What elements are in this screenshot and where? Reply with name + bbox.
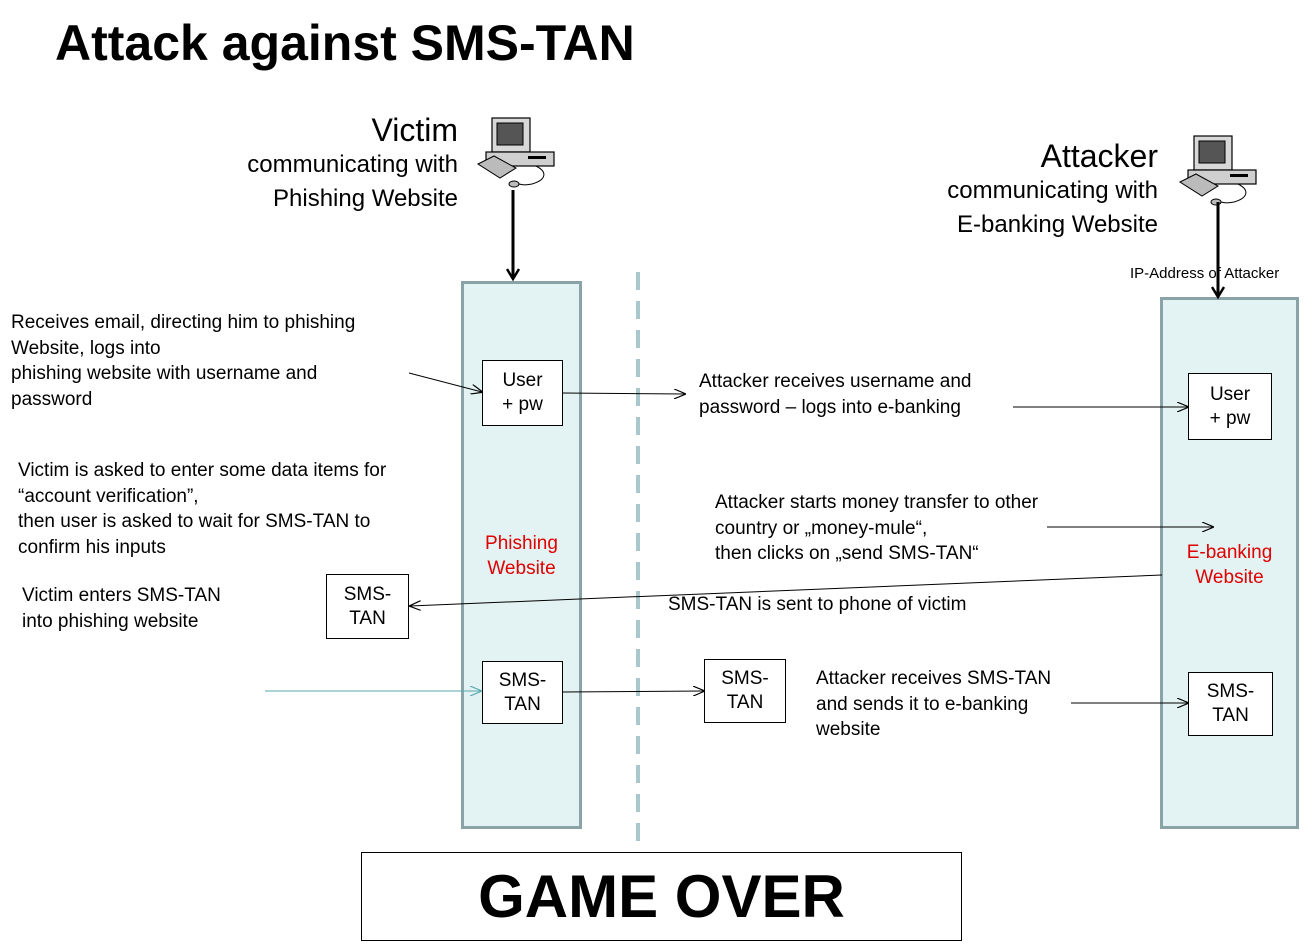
victim-login-arrow bbox=[408, 372, 482, 392]
victim-line2: Phishing Website bbox=[273, 185, 458, 212]
note-attacker-receives-tan: Attacker receives SMS-TAN and sends it t… bbox=[816, 668, 1052, 740]
ebanking-user-pw-box: User + pw bbox=[1188, 373, 1272, 440]
box-line: TAN bbox=[726, 692, 764, 713]
note-sms-sent: SMS-TAN is sent to phone of victim bbox=[668, 594, 967, 615]
attacker-line1: communicating with bbox=[947, 177, 1158, 204]
box-line: TAN bbox=[504, 693, 541, 715]
label-line: E-banking bbox=[1186, 542, 1273, 563]
victim-computer-icon bbox=[476, 117, 555, 188]
attacker-ip-label: IP-Address of Attacker bbox=[1130, 265, 1280, 282]
attacker-name: Attacker bbox=[1040, 138, 1158, 174]
note-attacker-receives-credentials: Attacker receives username and password … bbox=[699, 371, 972, 418]
phishing-website-label: Phishing Website bbox=[464, 531, 579, 581]
label-line: Website bbox=[1195, 567, 1264, 588]
attacker-relay-sms-tan-box: SMS- TAN bbox=[704, 659, 786, 723]
box-line: User bbox=[502, 370, 543, 391]
box-line: SMS- bbox=[721, 668, 769, 689]
box-line: SMS- bbox=[1206, 681, 1255, 702]
ebanking-sms-tan-box: SMS- TAN bbox=[1188, 672, 1273, 736]
box-line: + pw bbox=[1209, 407, 1251, 429]
note-victim-enters-tan: Victim enters SMS-TAN into phishing webs… bbox=[22, 585, 221, 632]
attacker-computer-icon bbox=[1178, 135, 1257, 206]
box-line: SMS- bbox=[498, 669, 547, 691]
victim-phone-sms-tan-box: SMS- TAN bbox=[326, 574, 409, 639]
note-victim-email: Receives email, directing him to phishin… bbox=[11, 312, 356, 410]
game-over-banner: GAME OVER bbox=[361, 852, 962, 941]
phishing-sms-tan-box: SMS- TAN bbox=[482, 661, 563, 724]
label-line: Phishing bbox=[485, 533, 558, 554]
box-line: SMS- bbox=[343, 583, 392, 605]
page-title: Attack against SMS-TAN bbox=[55, 15, 635, 71]
box-line: + pw bbox=[502, 394, 543, 415]
box-line: TAN bbox=[1212, 705, 1249, 726]
attacker-line2: E-banking Website bbox=[957, 211, 1158, 238]
victim-name: Victim bbox=[371, 112, 458, 148]
note-victim-verification: Victim is asked to enter some data items… bbox=[18, 460, 387, 558]
note-attacker-transfer: Attacker starts money transfer to other … bbox=[715, 492, 1039, 564]
attacker-actor: Attacker communicating with E-banking We… bbox=[947, 138, 1158, 242]
victim-actor: Victim communicating with Phishing Websi… bbox=[247, 112, 458, 216]
box-line: TAN bbox=[349, 607, 386, 629]
phishing-user-pw-box: User + pw bbox=[482, 360, 563, 426]
tan-forward-arrow bbox=[562, 691, 704, 692]
credentials-forward-arrow bbox=[562, 393, 685, 394]
label-line: Website bbox=[487, 558, 556, 579]
ebanking-website-label: E-banking Website bbox=[1163, 540, 1296, 590]
box-line: User bbox=[1209, 383, 1251, 405]
sms-sent-arrow bbox=[410, 574, 1163, 606]
victim-line1: communicating with bbox=[247, 151, 458, 178]
